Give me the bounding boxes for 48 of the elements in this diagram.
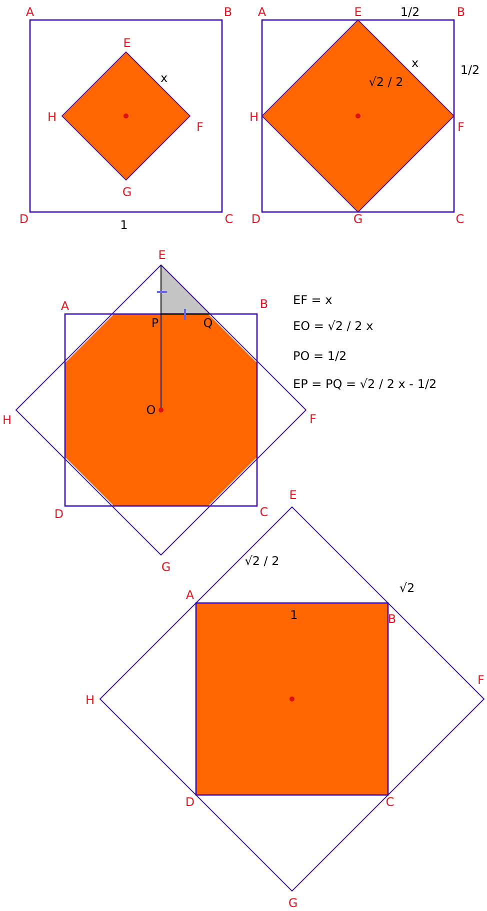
length-label: 1/2 [400, 5, 420, 19]
point-label: G [122, 185, 132, 199]
length-label: √2 / 2 [244, 554, 280, 568]
length-label: 1 [290, 608, 298, 622]
point-label: F [478, 673, 484, 687]
point-label: H [2, 413, 12, 427]
point-label: A [60, 299, 70, 313]
point-label: A [186, 588, 194, 602]
point-label: B [388, 612, 396, 626]
point-label: E [354, 5, 362, 19]
point-label: C [456, 212, 464, 226]
point-label: O [146, 403, 156, 417]
point-label: C [224, 212, 234, 226]
point-label: P [151, 316, 159, 330]
length-label: x [411, 56, 419, 70]
length-label: √2 [399, 581, 415, 595]
point-label: Q [203, 316, 213, 330]
point-label: D [54, 507, 64, 521]
equation: EO = √2 / 2 x [293, 319, 374, 333]
point-label: A [258, 5, 266, 19]
point-label: F [310, 412, 316, 426]
equation: EF = x [293, 293, 332, 307]
point-label: D [251, 212, 261, 226]
length-label: √2 / 2 [368, 75, 404, 89]
point-label: C [386, 795, 394, 809]
length-label: 1/2 [460, 63, 480, 77]
point-label: H [85, 693, 95, 707]
point-label: B [456, 5, 466, 19]
point-label: D [19, 212, 29, 226]
equation: PO = 1/2 [293, 349, 347, 363]
point-label: H [249, 110, 259, 124]
point-label: C [260, 505, 268, 519]
point-label: B [260, 297, 268, 311]
point-label: H [47, 110, 57, 124]
point-label: E [289, 488, 297, 502]
point-label: D [185, 795, 195, 809]
equation: EP = PQ = √2 / 2 x - 1/2 [293, 377, 437, 391]
point-label: F [196, 120, 204, 134]
point-label: A [26, 5, 34, 19]
point-label: G [288, 896, 298, 910]
point-label: E [123, 36, 131, 50]
point-label: B [224, 5, 232, 19]
point-label: G [353, 212, 363, 226]
length-label: x [160, 71, 168, 85]
point-label: F [458, 120, 464, 134]
point-label: E [158, 248, 166, 262]
length-label: 1 [120, 218, 128, 232]
point-label: G [161, 560, 171, 574]
